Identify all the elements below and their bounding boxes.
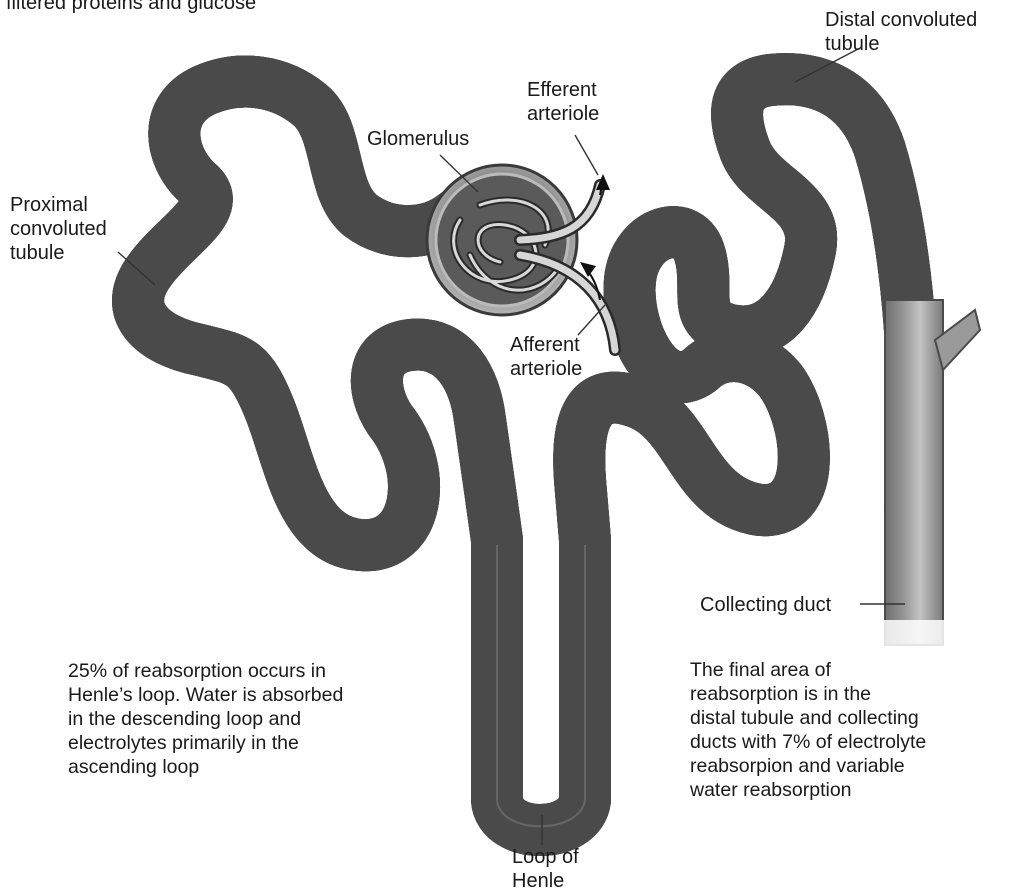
note-henle-loop-reabsorption: 25% of reabsorption occurs in Henle’s lo… [68,659,343,779]
label-afferent-arteriole: Afferent arteriole [510,333,582,381]
label-collecting-duct: Collecting duct [700,593,831,617]
collecting-duct [884,300,980,650]
label-proximal-convoluted-tubule: Proximal convoluted tubule [10,193,107,265]
note-distal-reabsorption: The final area of reabsorption is in the… [690,658,926,802]
top-caption: filtered proteins and glucose [6,0,256,15]
label-glomerulus: Glomerulus [367,127,469,151]
label-loop-of-henle: Loop of Henle [512,845,579,893]
label-efferent-arteriole: Efferent arteriole [527,78,599,126]
label-distal-convoluted-tubule: Distal convoluted tubule [825,8,977,56]
